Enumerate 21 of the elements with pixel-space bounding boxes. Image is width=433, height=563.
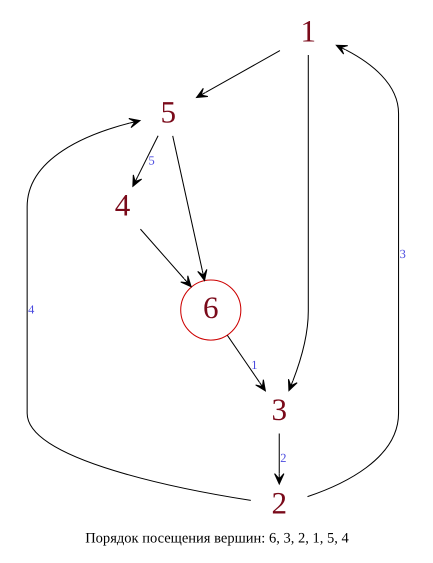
arrow bbox=[274, 434, 284, 485]
edge-label: 4 bbox=[28, 302, 34, 316]
edge-label: 1 bbox=[250, 358, 257, 372]
arrow bbox=[196, 50, 280, 98]
arrow bbox=[140, 228, 192, 288]
edge-label: 2 bbox=[280, 451, 286, 466]
node-text: 1 bbox=[300, 13, 316, 48]
arrow bbox=[306, 44, 399, 498]
node-text: 4 bbox=[114, 188, 130, 223]
arrow bbox=[172, 136, 207, 282]
edge-label: 5 bbox=[148, 153, 154, 168]
node-text: 2 bbox=[270, 485, 287, 520]
node-text: 5 bbox=[160, 94, 176, 130]
arrow bbox=[132, 136, 158, 187]
arrow bbox=[226, 335, 266, 392]
arrow bbox=[26, 118, 250, 501]
node-circle: 6 bbox=[180, 279, 241, 341]
caption: Порядок посещения вершин: 6, 3, 2, 1, 5, 4 bbox=[84, 530, 348, 547]
node-text: 3 bbox=[270, 392, 287, 427]
arrow bbox=[287, 55, 308, 392]
edge-label: 3 bbox=[399, 246, 406, 261]
